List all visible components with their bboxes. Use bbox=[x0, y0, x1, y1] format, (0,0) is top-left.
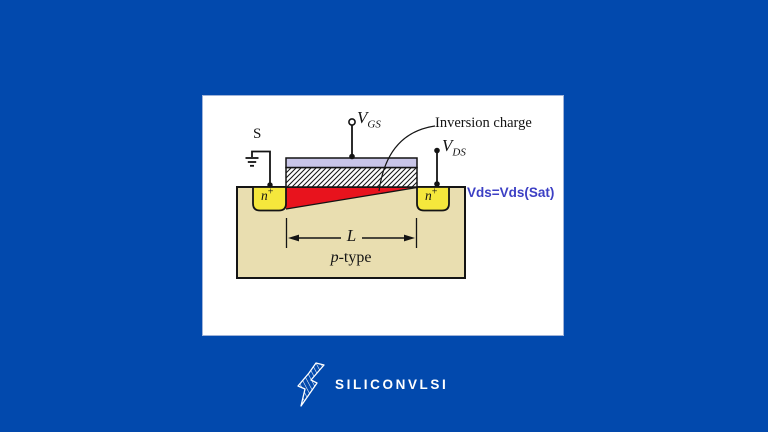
source-n-plus-region bbox=[252, 186, 287, 212]
arrowhead-right-icon bbox=[404, 234, 415, 242]
channel-length-label: L bbox=[346, 226, 357, 245]
vds-base: V bbox=[442, 136, 453, 155]
drain-region-label: n+ bbox=[425, 186, 438, 203]
lightning-s-icon bbox=[297, 361, 325, 407]
vgs-subscript: GS bbox=[367, 118, 381, 131]
gate-oxide-hatched bbox=[285, 166, 418, 188]
drain-n-plus-region bbox=[416, 186, 450, 212]
source-wire bbox=[251, 150, 273, 188]
drain-terminal-wire bbox=[434, 147, 440, 187]
substrate-p: p bbox=[330, 249, 339, 266]
substrate-type-text: -type bbox=[338, 249, 372, 266]
inversion-charge-label: Inversion charge bbox=[435, 115, 532, 131]
ground-icon bbox=[245, 157, 259, 167]
source-terminal-label: S bbox=[253, 126, 262, 142]
diagram-card: S VGS Inversion charge VDS Vds=Vds(Sat) … bbox=[202, 95, 564, 336]
pinchoff-line bbox=[285, 186, 418, 210]
mosfet-diagram bbox=[236, 118, 466, 279]
gate-voltage-label: VGS bbox=[357, 108, 381, 130]
source-n: n bbox=[261, 188, 268, 203]
source-plus: + bbox=[267, 186, 274, 198]
drain-plus: + bbox=[431, 186, 438, 198]
arrowhead-left-icon bbox=[288, 234, 299, 242]
drain-voltage-label: VDS bbox=[442, 136, 466, 158]
source-region-label: n+ bbox=[261, 186, 274, 203]
saturation-condition-label: Vds=Vds(Sat) bbox=[467, 185, 555, 200]
vgs-base: V bbox=[357, 108, 368, 127]
channel-length-dimension bbox=[285, 218, 418, 248]
brand-name: SILICONVLSI bbox=[335, 376, 449, 392]
gate-electrode bbox=[285, 157, 418, 169]
substrate-label: p-type bbox=[237, 250, 465, 266]
gate-terminal-node bbox=[348, 118, 356, 126]
footer-brand: SILICONVLSI bbox=[297, 361, 448, 407]
drain-n: n bbox=[425, 188, 432, 203]
inversion-charge-leader-line bbox=[378, 125, 436, 192]
vds-subscript: DS bbox=[452, 146, 466, 159]
gate-terminal-wire bbox=[348, 118, 356, 160]
